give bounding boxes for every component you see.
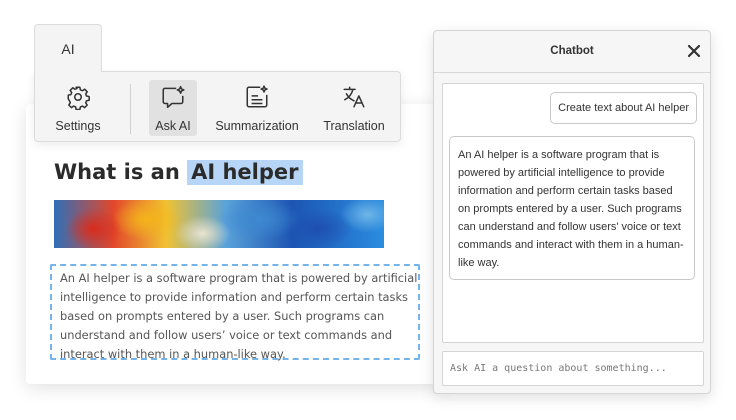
user-message: Create text about AI helper bbox=[550, 92, 697, 124]
translate-icon bbox=[343, 86, 365, 108]
translation-label: Translation bbox=[323, 119, 385, 133]
ask-ai-button[interactable]: Ask AI bbox=[149, 80, 197, 136]
chatbot-header: Chatbot bbox=[434, 31, 710, 73]
ask-ai-label: Ask AI bbox=[155, 119, 191, 133]
settings-label: Settings bbox=[55, 119, 101, 133]
summary-sparkle-icon bbox=[246, 85, 268, 108]
bot-message: An AI helper is a software program that … bbox=[449, 136, 695, 280]
chatbot-panel: Chatbot Create text about AI helper An A… bbox=[433, 30, 711, 394]
chatbot-title: Chatbot bbox=[550, 45, 594, 57]
tab-ai[interactable]: AI bbox=[34, 24, 102, 72]
tab-ai-label: AI bbox=[61, 41, 75, 57]
document-title[interactable]: What is an AI helper bbox=[54, 160, 304, 185]
document-card: What is an AI helper An AI helper is a s… bbox=[26, 104, 442, 384]
close-icon[interactable] bbox=[687, 44, 701, 58]
chat-sparkle-icon bbox=[162, 85, 185, 109]
title-selection-highlight[interactable]: AI helper bbox=[187, 160, 304, 185]
translation-button[interactable]: Translation bbox=[317, 80, 391, 136]
document-body-text[interactable]: An AI helper is a software program that … bbox=[50, 264, 420, 361]
ai-toolbar: Settings Ask AI Summarization Translatio… bbox=[34, 71, 401, 142]
chat-messages[interactable]: Create text about AI helper An AI helper… bbox=[442, 83, 704, 343]
gear-icon bbox=[67, 86, 90, 110]
document-image bbox=[54, 200, 384, 248]
title-prefix: What is an bbox=[54, 160, 188, 184]
chat-input[interactable] bbox=[442, 351, 704, 386]
settings-button[interactable]: Settings bbox=[47, 80, 109, 136]
summarization-button[interactable]: Summarization bbox=[212, 80, 302, 136]
summarization-label: Summarization bbox=[215, 119, 299, 133]
toolbar-divider bbox=[130, 84, 131, 134]
